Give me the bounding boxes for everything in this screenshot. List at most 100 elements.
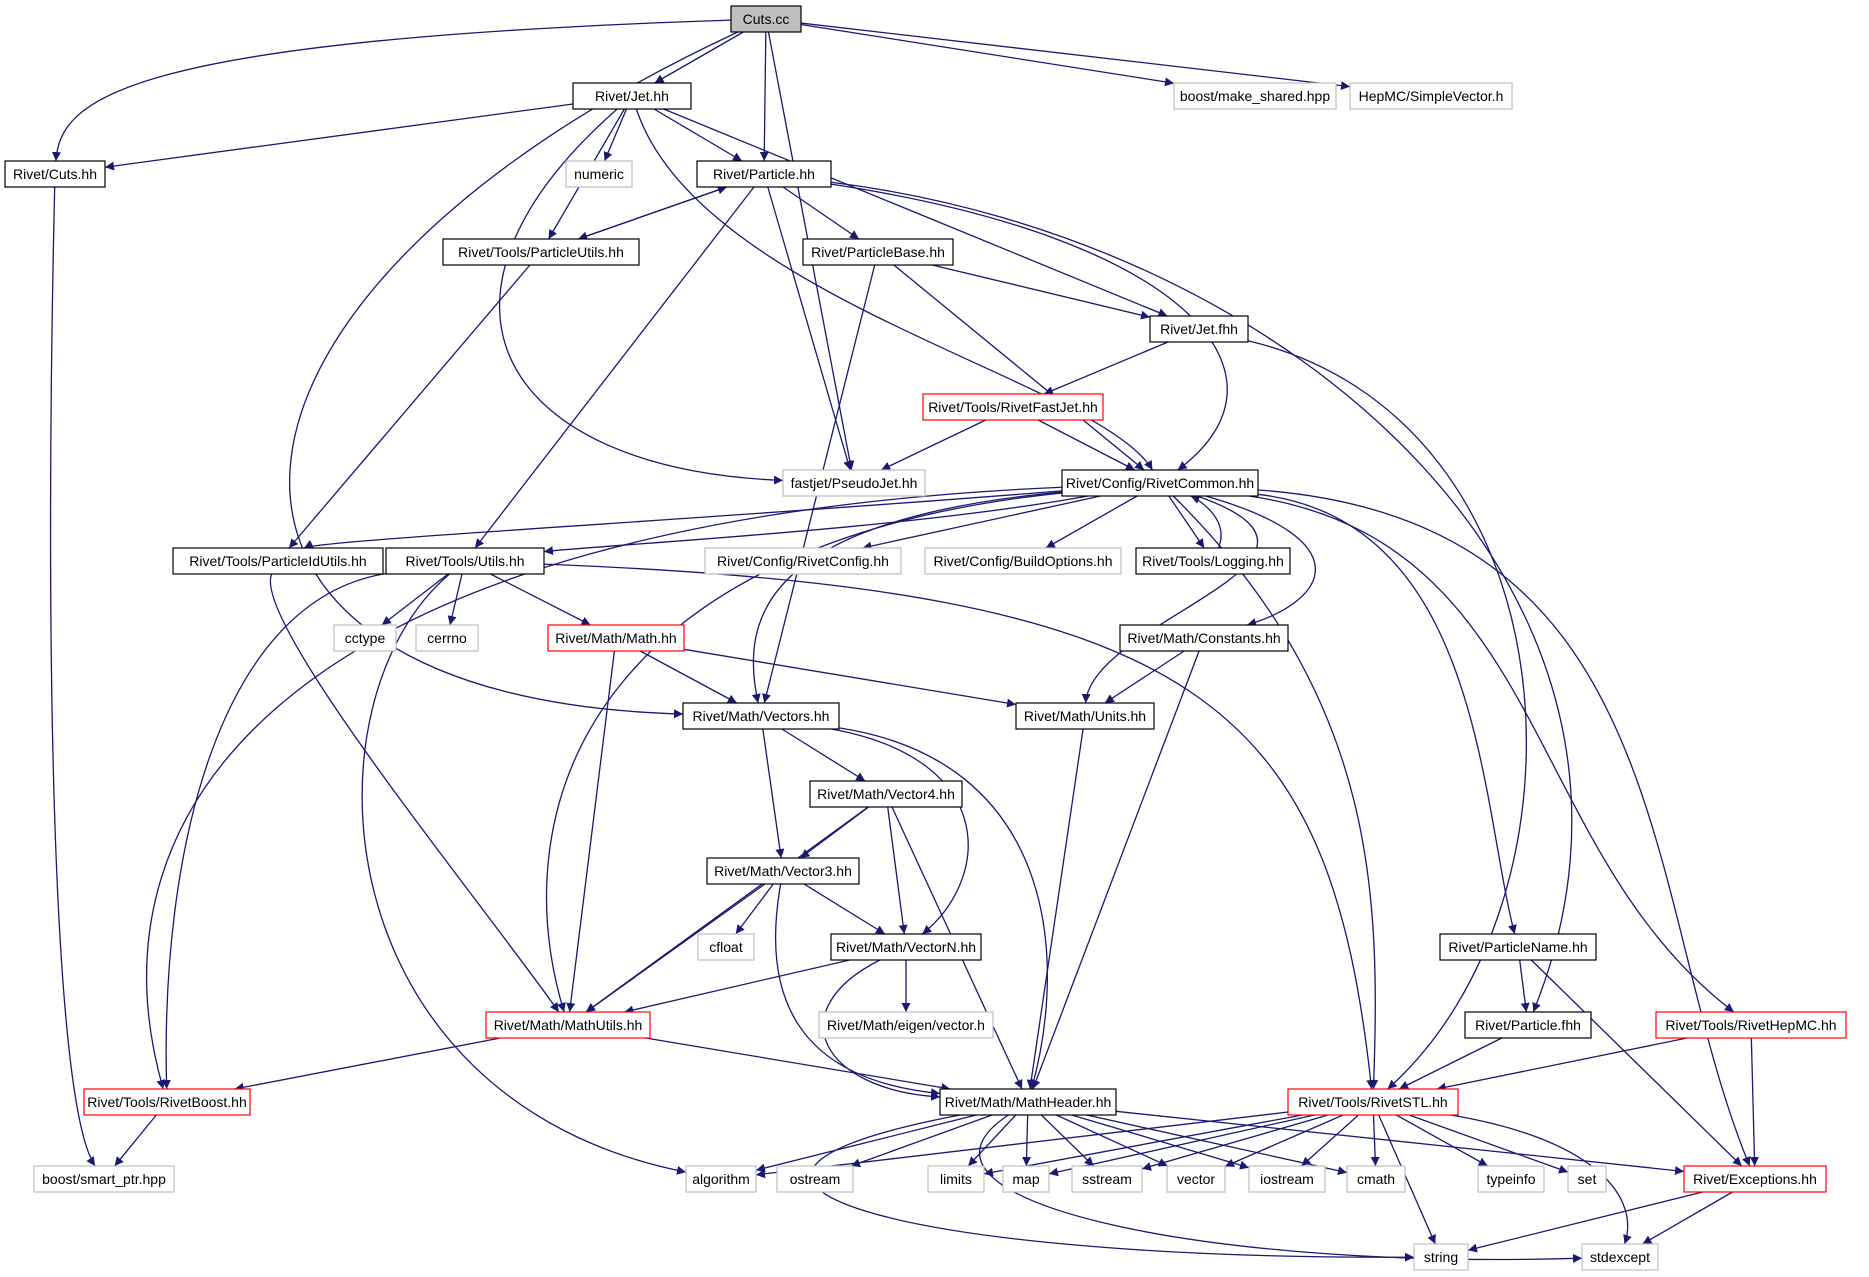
node-cctype[interactable]: cctype bbox=[333, 624, 397, 652]
node-box bbox=[1287, 1088, 1459, 1116]
node-particle-fhh[interactable]: Rivet/Particle.fhh bbox=[1464, 1011, 1592, 1039]
node-label: Rivet/Exceptions.hh bbox=[1693, 1171, 1817, 1187]
node-string[interactable]: string bbox=[1413, 1243, 1469, 1271]
node-pseudojet-hh[interactable]: fastjet/PseudoJet.hh bbox=[782, 469, 926, 497]
node-eigen-vector-h[interactable]: Rivet/Math/eigen/vector.h bbox=[818, 1011, 994, 1039]
edge-rivetstl-hh-to-cmath bbox=[1370, 1114, 1380, 1167]
edge-rivetcommon-hh-to-logging-hh bbox=[1168, 495, 1205, 549]
edge-vectors-hh-to-vector3-hh bbox=[762, 728, 785, 859]
edge-cuts-hh-to-smart-ptr bbox=[49, 186, 96, 1167]
node-box bbox=[682, 702, 840, 730]
node-rivethepmc-hh[interactable]: Rivet/Tools/RivetHepMC.hh bbox=[1655, 1011, 1847, 1039]
node-label: Rivet/Particle.fhh bbox=[1475, 1017, 1581, 1033]
node-cmath[interactable]: cmath bbox=[1346, 1165, 1406, 1193]
edge-particlebase-hh-to-rivetcommon-hh bbox=[893, 264, 1145, 471]
node-rivetcommon-hh[interactable]: Rivet/Config/RivetCommon.hh bbox=[1061, 469, 1259, 497]
node-math-hh[interactable]: Rivet/Math/Math.hh bbox=[547, 624, 685, 652]
node-stdexcept[interactable]: stdexcept bbox=[1581, 1243, 1659, 1271]
node-utils-hh[interactable]: Rivet/Tools/Utils.hh bbox=[385, 547, 545, 575]
node-label: Rivet/Math/eigen/vector.h bbox=[827, 1017, 985, 1033]
node-constants-hh[interactable]: Rivet/Math/Constants.hh bbox=[1119, 624, 1289, 652]
edge-rivetstl-hh-to-algorithm bbox=[755, 1111, 1289, 1179]
node-jet-hh[interactable]: Rivet/Jet.hh bbox=[572, 82, 692, 110]
node-particleidutils-hh[interactable]: Rivet/Tools/ParticleIdUtils.hh bbox=[172, 547, 384, 575]
node-numeric[interactable]: numeric bbox=[565, 160, 633, 188]
node-algorithm[interactable]: algorithm bbox=[685, 1165, 757, 1193]
node-particlename-hh[interactable]: Rivet/ParticleName.hh bbox=[1439, 933, 1597, 961]
node-sstream[interactable]: sstream bbox=[1071, 1165, 1143, 1193]
edge-jet-fhh-to-rivetfastjet-hh bbox=[1043, 341, 1169, 395]
edge-rivetcommon-hh-to-exceptions-hh bbox=[1257, 489, 1751, 1167]
edge-math-hh-to-vectors-hh bbox=[639, 650, 738, 704]
edge-rivetstl-hh-to-string bbox=[1378, 1114, 1436, 1245]
node-ostream[interactable]: ostream bbox=[776, 1165, 854, 1193]
edge-mathutils-hh-to-rivetboost-hh bbox=[234, 1037, 501, 1092]
node-vector4-hh[interactable]: Rivet/Math/Vector4.hh bbox=[809, 780, 963, 808]
node-jet-fhh[interactable]: Rivet/Jet.fhh bbox=[1149, 315, 1249, 343]
node-label: Rivet/ParticleBase.hh bbox=[811, 244, 945, 260]
edge-rivetstl-hh-to-map bbox=[1048, 1114, 1315, 1177]
edges-layer bbox=[49, 19, 1759, 1263]
node-label: Rivet/Cuts.hh bbox=[13, 166, 97, 182]
node-map[interactable]: map bbox=[1002, 1165, 1050, 1193]
node-iostream[interactable]: iostream bbox=[1248, 1165, 1326, 1193]
node-cfloat[interactable]: cfloat bbox=[697, 933, 755, 961]
node-cuts-cc[interactable]: Cuts.cc bbox=[730, 5, 802, 33]
node-box bbox=[706, 857, 860, 885]
edge-cuts-cc-to-hepmc-simplevector bbox=[800, 22, 1351, 91]
node-buildoptions-hh[interactable]: Rivet/Config/BuildOptions.hh bbox=[924, 547, 1122, 575]
node-particle-hh[interactable]: Rivet/Particle.hh bbox=[696, 160, 832, 188]
node-box bbox=[830, 933, 982, 961]
node-box bbox=[33, 1165, 175, 1193]
edge-rivetcommon-hh-to-vectors-hh bbox=[751, 491, 1063, 704]
edge-rivetstl-hh-to-set bbox=[1408, 1114, 1569, 1174]
node-box bbox=[385, 547, 545, 575]
node-cuts-hh[interactable]: Rivet/Cuts.hh bbox=[4, 160, 106, 188]
node-label: Rivet/Tools/ParticleIdUtils.hh bbox=[189, 553, 366, 569]
edge-jet-hh-to-jet-fhh bbox=[663, 108, 1168, 317]
node-exceptions-hh[interactable]: Rivet/Exceptions.hh bbox=[1683, 1165, 1827, 1193]
node-rivetboost-hh[interactable]: Rivet/Tools/RivetBoost.hh bbox=[83, 1088, 251, 1116]
node-box bbox=[1135, 547, 1291, 575]
node-typeinfo[interactable]: typeinfo bbox=[1477, 1165, 1545, 1193]
node-set[interactable]: set bbox=[1567, 1165, 1607, 1193]
node-particleutils-hh[interactable]: Rivet/Tools/ParticleUtils.hh bbox=[442, 238, 640, 266]
edge-particleidutils-hh-to-mathutils-hh bbox=[269, 573, 560, 1013]
node-label: cerrno bbox=[427, 630, 467, 646]
edge-exceptions-hh-to-stdexcept bbox=[1642, 1191, 1733, 1245]
edge-rivetfastjet-hh-to-rivetcommon-hh bbox=[1037, 419, 1136, 471]
node-particlebase-hh[interactable]: Rivet/ParticleBase.hh bbox=[802, 238, 954, 266]
node-hepmc-simplevector[interactable]: HepMC/SimpleVector.h bbox=[1349, 82, 1513, 110]
node-vectors-hh[interactable]: Rivet/Math/Vectors.hh bbox=[682, 702, 840, 730]
node-mathutils-hh[interactable]: Rivet/Math/MathUtils.hh bbox=[485, 1011, 651, 1039]
node-rivetconfig-hh[interactable]: Rivet/Config/RivetConfig.hh bbox=[704, 547, 902, 575]
edge-particle-hh-to-particlebase-hh bbox=[782, 186, 860, 240]
edge-rivetstl-hh-to-typeinfo bbox=[1395, 1114, 1489, 1167]
edge-logging-hh-to-rivetcommon-hh bbox=[1190, 495, 1222, 549]
edge-particle-hh-to-pseudojet-hh bbox=[767, 186, 853, 471]
node-mathheader-hh[interactable]: Rivet/Math/MathHeader.hh bbox=[939, 1088, 1117, 1116]
edge-rivetboost-hh-to-smart-ptr bbox=[114, 1114, 157, 1167]
edge-vector3-hh-to-vectorn-hh bbox=[803, 883, 886, 935]
edge-particlename-hh-to-exceptions-hh bbox=[1530, 959, 1743, 1167]
node-box bbox=[922, 393, 1104, 421]
node-limits[interactable]: limits bbox=[927, 1165, 985, 1193]
edge-math-hh-to-mathutils-hh bbox=[566, 650, 616, 1013]
node-logging-hh[interactable]: Rivet/Tools/Logging.hh bbox=[1135, 547, 1291, 575]
edge-mathheader-hh-to-vector bbox=[1056, 1114, 1168, 1167]
node-vectorn-hh[interactable]: Rivet/Math/VectorN.hh bbox=[830, 933, 982, 961]
node-vector3-hh[interactable]: Rivet/Math/Vector3.hh bbox=[706, 857, 860, 885]
node-box bbox=[1349, 82, 1513, 110]
node-cerrno[interactable]: cerrno bbox=[415, 624, 479, 652]
node-rivetstl-hh[interactable]: Rivet/Tools/RivetSTL.hh bbox=[1287, 1088, 1459, 1116]
edge-rivetcommon-hh-to-units-hh bbox=[1081, 495, 1259, 704]
edge-vectorn-hh-to-mathutils-hh bbox=[624, 959, 850, 1015]
edge-exceptions-hh-to-string bbox=[1467, 1191, 1703, 1253]
node-smart-ptr[interactable]: boost/smart_ptr.hpp bbox=[33, 1165, 175, 1193]
node-vector[interactable]: vector bbox=[1166, 1165, 1226, 1193]
node-label: typeinfo bbox=[1486, 1171, 1535, 1187]
node-label: cfloat bbox=[709, 939, 743, 955]
node-boost-make-shared[interactable]: boost/make_shared.hpp bbox=[1173, 82, 1337, 110]
node-rivetfastjet-hh[interactable]: Rivet/Tools/RivetFastJet.hh bbox=[922, 393, 1104, 421]
node-units-hh[interactable]: Rivet/Math/Units.hh bbox=[1015, 702, 1155, 730]
